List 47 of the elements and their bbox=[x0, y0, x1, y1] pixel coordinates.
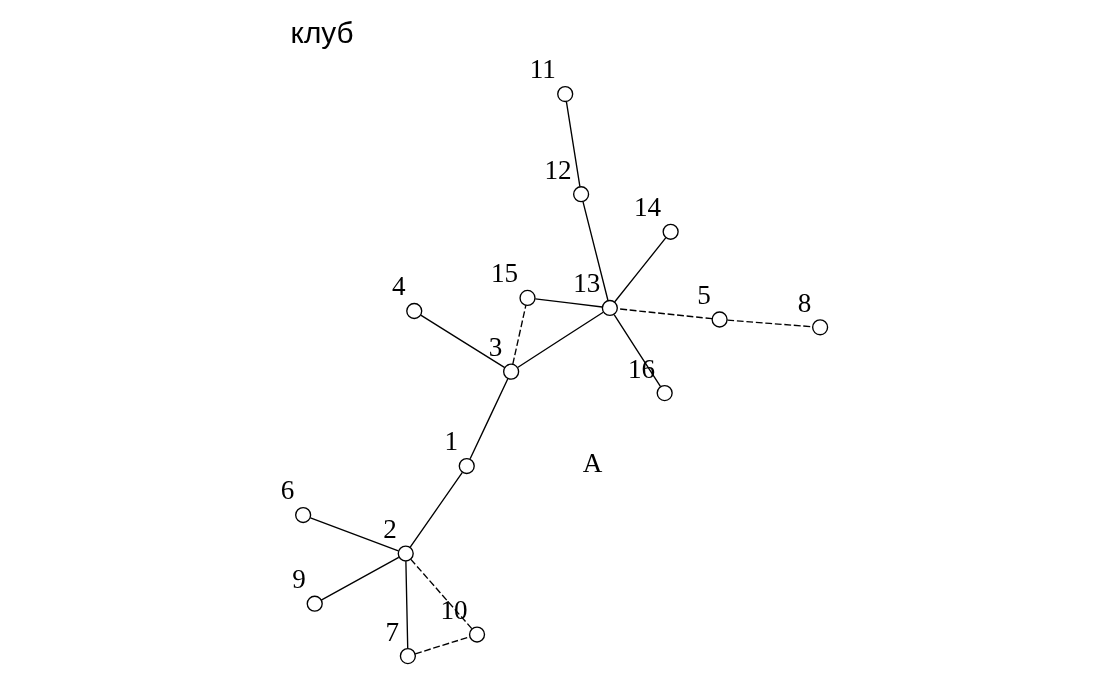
connector bbox=[516, 311, 604, 369]
connector bbox=[565, 101, 581, 188]
node-label: 15 bbox=[490, 258, 518, 289]
connector bbox=[511, 304, 527, 365]
node-circle bbox=[518, 289, 536, 306]
node-label: 2 bbox=[382, 513, 397, 544]
node-label: 8 bbox=[797, 287, 811, 318]
node-label: 4 bbox=[391, 271, 405, 302]
node-circle bbox=[458, 457, 475, 475]
connector bbox=[613, 237, 666, 303]
node-circle bbox=[306, 595, 323, 612]
node-circle bbox=[601, 299, 618, 317]
node-circle bbox=[294, 506, 311, 524]
node-circle bbox=[405, 302, 422, 320]
connector bbox=[320, 556, 399, 601]
node-circle bbox=[468, 626, 485, 643]
node-label: 12 bbox=[544, 154, 572, 185]
node-circle bbox=[399, 648, 416, 665]
node-circle bbox=[711, 311, 728, 328]
connector bbox=[581, 201, 609, 302]
node-label: 14 bbox=[633, 192, 661, 223]
node-circle bbox=[397, 545, 414, 562]
node-label: 1 bbox=[443, 426, 458, 457]
node-circle bbox=[502, 363, 519, 380]
node-label: 3 bbox=[488, 332, 502, 363]
node-circle bbox=[572, 186, 589, 203]
node-label: 7 bbox=[385, 616, 399, 647]
node-circle bbox=[656, 385, 673, 402]
node-circle bbox=[662, 223, 679, 240]
node-label: 13 bbox=[572, 268, 600, 299]
connector bbox=[408, 471, 463, 548]
connector bbox=[534, 298, 603, 308]
connector bbox=[409, 558, 473, 630]
node-label: 11 bbox=[529, 54, 556, 85]
connector bbox=[726, 319, 813, 328]
node-label: 5 bbox=[696, 279, 711, 310]
connector bbox=[469, 377, 509, 460]
node-label: 10 bbox=[439, 594, 468, 625]
node-circle bbox=[811, 319, 828, 336]
connector bbox=[419, 314, 505, 369]
connector bbox=[404, 560, 408, 649]
diagram-title: клуб bbox=[290, 15, 354, 49]
connector bbox=[309, 517, 399, 552]
node-circle bbox=[556, 85, 573, 103]
node-label: 6 bbox=[280, 475, 294, 506]
node-label: 9 bbox=[291, 564, 306, 595]
label: A bbox=[582, 448, 602, 479]
